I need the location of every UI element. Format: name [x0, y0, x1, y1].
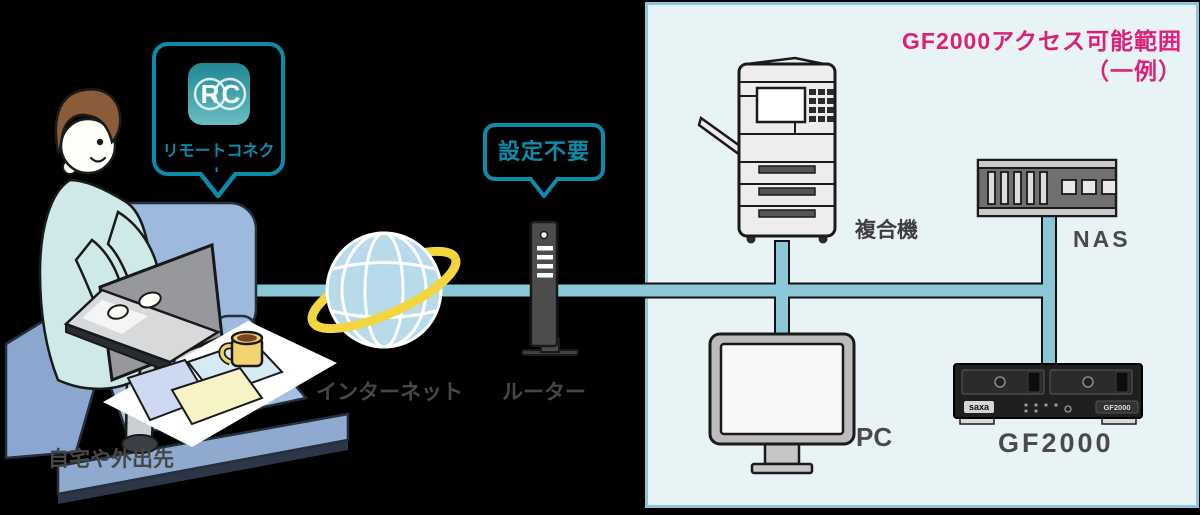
nas-gf-line: [1043, 214, 1055, 366]
paper-yellow: [170, 366, 264, 426]
remote-connect-app-icon: R C: [187, 63, 250, 125]
person-eye: [96, 138, 104, 146]
mfp-drawer-handle-2: [758, 187, 816, 196]
person-shoe-left: [121, 434, 159, 454]
gf2000-bay1-screw: [994, 376, 1006, 388]
mfp-screen: [755, 86, 807, 124]
gf2000-bay2-screw: [1082, 376, 1094, 388]
remote-connect-callout: R C リモートコネクト: [152, 42, 285, 184]
router-vent-2: [537, 255, 553, 260]
globe-ring-front: [308, 256, 461, 334]
sofa-front: [56, 412, 350, 496]
pc-device: [708, 332, 856, 475]
label-router: ルーター: [502, 381, 586, 404]
router-device: [521, 220, 579, 356]
person-mouth: [89, 156, 107, 163]
rc-icon-circle-right: [213, 77, 246, 111]
nas-rim-top: [977, 159, 1117, 169]
rc-icon-letter-r: R: [200, 79, 219, 109]
nas-rim-bottom: [977, 207, 1117, 217]
gf2000-model-text: GF2000: [1103, 403, 1130, 412]
mfp-drawer-handle-1: [758, 165, 816, 174]
no-setup-callout-pointer: [527, 177, 561, 198]
mfp-drawer-handle-3: [758, 209, 816, 218]
router-vent-4: [537, 273, 553, 278]
label-location: 自宅や外出先: [48, 448, 174, 471]
pc-stand-base: [750, 462, 814, 475]
gf2000-leds: [1024, 403, 1072, 413]
label-mfp: 複合機: [855, 219, 918, 242]
router-tower: [529, 220, 559, 348]
label-internet: インターネット: [316, 381, 463, 404]
router-vent-3: [537, 264, 553, 269]
label-nas: NAS: [1073, 226, 1131, 252]
label-gf2000: GF2000: [998, 428, 1114, 458]
gf2000-appliance: saxa GF2000: [953, 363, 1143, 425]
nas-device: [976, 158, 1118, 218]
mug-handle: [220, 344, 233, 364]
nas-buttons: [1061, 179, 1117, 195]
gf2000-bay1-latch: [1027, 371, 1041, 393]
rc-icon-circle-left: [193, 77, 226, 111]
mfp-output-tray: [697, 115, 742, 158]
bus-line-inside: [647, 284, 1055, 297]
gf2000-brand-badge: [964, 401, 994, 413]
person-hand-near: [107, 304, 129, 320]
gf2000-model-badge: [1095, 400, 1139, 414]
mug-coffee: [237, 334, 257, 342]
remote-connect-pointer-shape: [197, 172, 239, 199]
router-vent-1: [537, 246, 553, 251]
remote-connect-callout-pointer: [197, 172, 239, 199]
router-led: [539, 230, 549, 240]
nas-slots: [987, 171, 1048, 205]
mfp-keypad: [809, 89, 834, 122]
panel-title-line1: GF2000アクセス可能範囲: [902, 28, 1182, 54]
panel-title-line2: （一例）: [1086, 58, 1182, 84]
gf2000-bay2-latch: [1115, 371, 1129, 393]
internet-globe-icon: [307, 231, 461, 349]
rc-icon-letter-c: C: [221, 79, 240, 109]
person-hair: [54, 88, 122, 154]
person-hand-far: [138, 291, 162, 309]
no-setup-callout: 設定不要: [483, 123, 605, 181]
mfp-device: [697, 56, 837, 244]
label-pc: PC: [856, 422, 893, 452]
no-setup-pointer-shape: [527, 177, 561, 198]
gf2000-brand-text: saxa: [969, 402, 990, 412]
printer-pc-line: [776, 242, 788, 338]
person-sofa-illustration: [4, 88, 350, 504]
pc-monitor-screen: [719, 342, 845, 436]
no-setup-label: 設定不要: [497, 139, 590, 164]
globe-parallel-upper: [331, 261, 437, 271]
panel-title: GF2000アクセス可能範囲 （一例）: [840, 26, 1182, 86]
